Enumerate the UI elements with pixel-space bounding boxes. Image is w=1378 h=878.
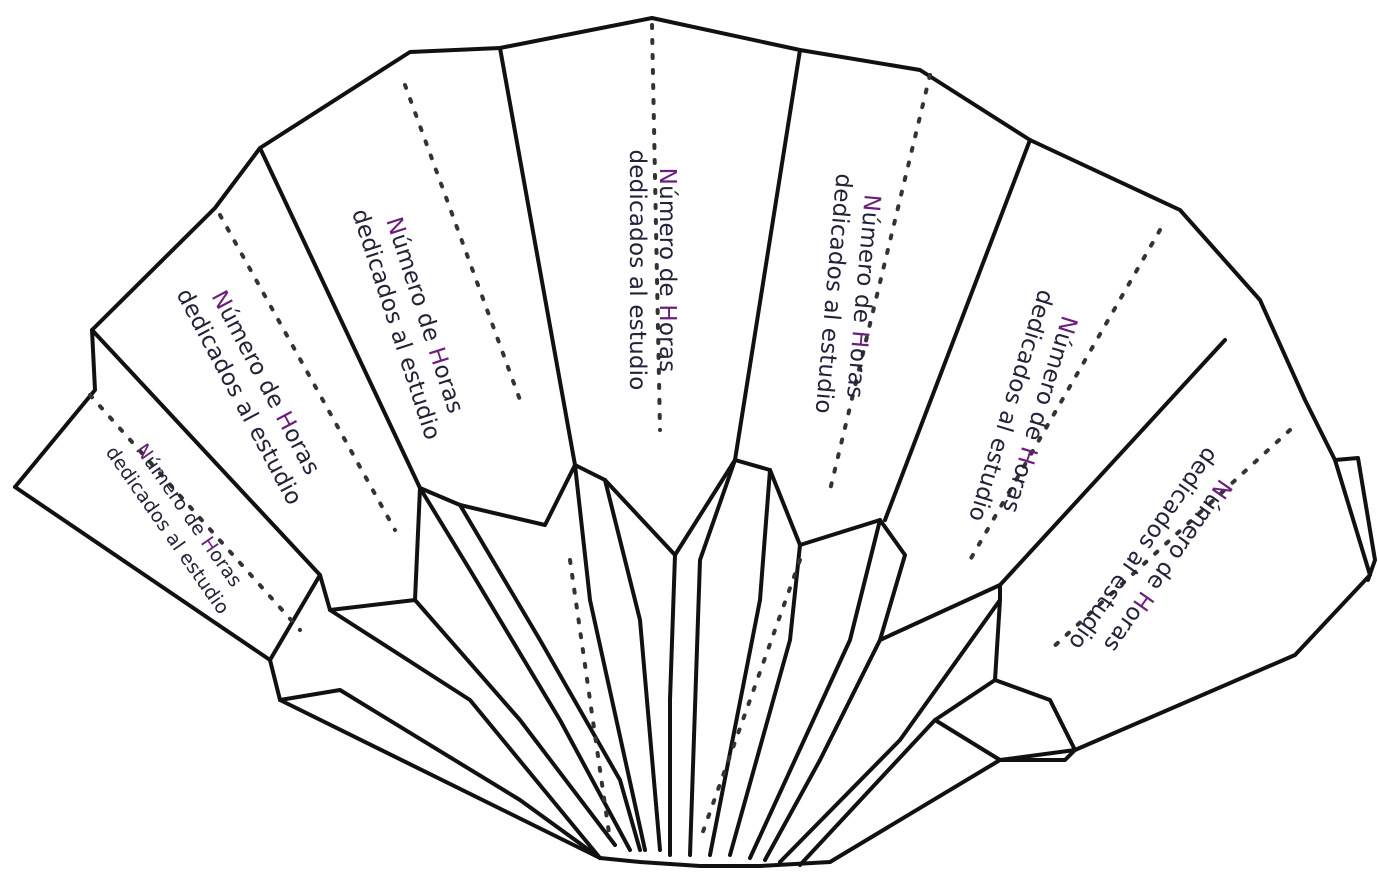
pleat-fold-p: [830, 750, 1075, 862]
pleat-fold-h: [670, 555, 675, 855]
crease-dotted-9: [700, 560, 800, 840]
panel-label-4: Número de Horas dedicados al estudio: [622, 120, 682, 420]
pleat-fold-d: [420, 488, 630, 850]
fold-line-3: [500, 48, 575, 465]
fan-base: [600, 858, 830, 866]
panel-5-mid-initial: H: [845, 329, 872, 349]
pleat-fold-b: [330, 610, 600, 858]
panel-4-line2: dedicados al estudio: [622, 120, 652, 420]
pleat-fold-f: [575, 465, 645, 850]
panel-4-line1-end: oras: [654, 322, 680, 372]
panel-4-mid-initial: H: [654, 304, 680, 322]
fold-line-4: [735, 50, 800, 460]
pleat-fold-o: [800, 680, 995, 865]
pleat-fold-n: [780, 600, 1000, 862]
panel-4-initial: N: [654, 168, 680, 185]
pleat-fold-j: [710, 470, 770, 855]
panel-4-line1: úmero de: [654, 185, 680, 304]
panel-5-line1-end: oras: [841, 347, 871, 399]
fan-left-edge: [15, 487, 600, 858]
pleat-fold-l: [750, 520, 880, 858]
